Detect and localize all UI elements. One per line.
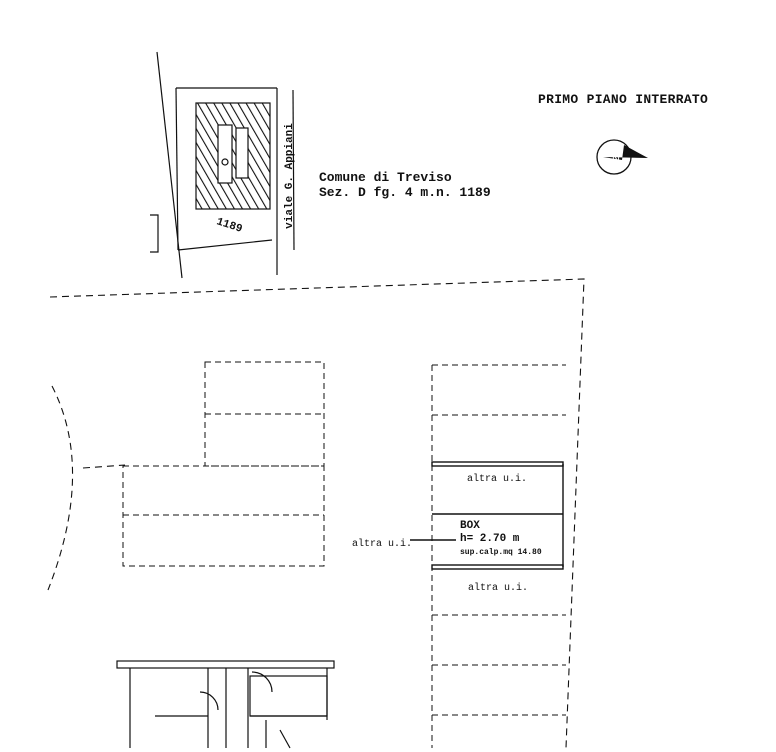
comune-line-2: Sez. D fg. 4 m.n. 1189 <box>319 185 491 200</box>
parking-block-left <box>122 361 325 567</box>
box-unit <box>410 461 564 570</box>
box-surface: sup.calp.mq 14.80 <box>460 548 542 557</box>
location-map <box>150 51 295 279</box>
svg-text:N: N <box>612 153 620 165</box>
altra-ui-top: altra u.i. <box>467 474 528 485</box>
street-label: viale G. Appiani <box>283 123 296 229</box>
altra-ui-bottom: altra u.i. <box>468 583 529 594</box>
site-boundary <box>47 278 585 749</box>
parking-column-right <box>431 364 566 748</box>
cadastral-reference: Comune di Treviso Sez. D fg. 4 m.n. 1189 <box>319 170 491 200</box>
altra-ui-left: altra u.i. <box>352 539 413 550</box>
stairwell <box>116 660 335 749</box>
drawing-title: PRIMO PIANO INTERRATO <box>538 92 709 107</box>
box-name: BOX <box>460 520 480 532</box>
comune-line-1: Comune di Treviso <box>319 170 452 185</box>
north-arrow-icon: N <box>596 139 648 175</box>
box-height: h= 2.70 m <box>460 533 520 545</box>
